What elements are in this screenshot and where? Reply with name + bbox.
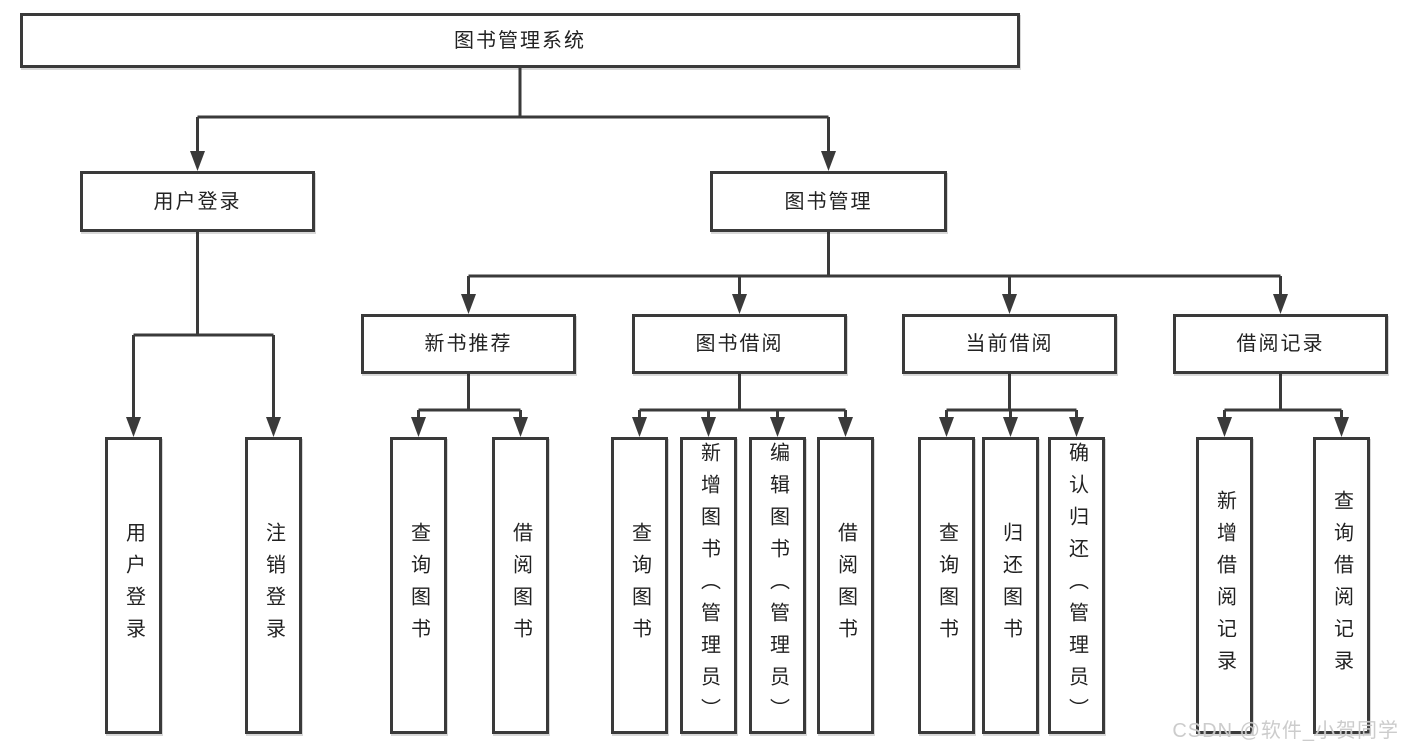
leaf-user-login-label: 用户登录 — [122, 521, 145, 650]
leaf-confirm-return-admin: 确认归还（管理员） — [1048, 437, 1105, 734]
leaf-recommend-borrow-books-label: 借阅图书 — [509, 521, 532, 650]
arrowhead-icons — [126, 151, 1349, 437]
node-root: 图书管理系统 — [20, 13, 1020, 68]
leaf-logout-label: 注销登录 — [262, 521, 285, 650]
node-book-borrow: 图书借阅 — [632, 314, 847, 374]
leaf-borrow-books: 借阅图书 — [817, 437, 874, 734]
leaf-edit-books-admin: 编辑图书（管理员） — [749, 437, 806, 734]
leaf-confirm-return-admin-label: 确认归还（管理员） — [1065, 441, 1088, 730]
node-book-management-label: 图书管理 — [784, 190, 873, 213]
node-root-label: 图书管理系统 — [454, 29, 586, 52]
node-user-login-label: 用户登录 — [153, 190, 242, 213]
leaf-user-login: 用户登录 — [105, 437, 162, 734]
node-current-borrow: 当前借阅 — [902, 314, 1117, 374]
leaf-query-borrow-record-label: 查询借阅记录 — [1330, 489, 1353, 682]
node-book-borrow-label: 图书借阅 — [695, 333, 784, 355]
leaf-edit-books-admin-label: 编辑图书（管理员） — [766, 441, 789, 730]
leaf-borrow-books-label: 借阅图书 — [834, 521, 857, 650]
node-new-book-recommend-label: 新书推荐 — [424, 333, 513, 355]
leaf-borrow-query-books: 查询图书 — [611, 437, 668, 734]
leaf-return-books: 归还图书 — [982, 437, 1039, 734]
leaf-add-books-admin-label: 新增图书（管理员） — [697, 441, 720, 730]
node-book-management: 图书管理 — [710, 171, 947, 232]
leaf-recommend-query-books: 查询图书 — [390, 437, 447, 734]
node-borrow-records: 借阅记录 — [1173, 314, 1388, 374]
tree-edges — [132, 68, 1343, 421]
leaf-query-borrow-record: 查询借阅记录 — [1313, 437, 1370, 734]
leaf-recommend-borrow-books: 借阅图书 — [492, 437, 549, 734]
leaf-recommend-query-books-label: 查询图书 — [407, 521, 430, 650]
leaf-add-borrow-record: 新增借阅记录 — [1196, 437, 1253, 734]
node-current-borrow-label: 当前借阅 — [965, 333, 1054, 355]
leaf-return-books-label: 归还图书 — [999, 521, 1022, 650]
node-new-book-recommend: 新书推荐 — [361, 314, 576, 374]
node-user-login: 用户登录 — [80, 171, 315, 232]
node-borrow-records-label: 借阅记录 — [1236, 333, 1325, 355]
leaf-current-query-books: 查询图书 — [918, 437, 975, 734]
leaf-current-query-books-label: 查询图书 — [935, 521, 958, 650]
leaf-add-borrow-record-label: 新增借阅记录 — [1213, 489, 1236, 682]
leaf-logout: 注销登录 — [245, 437, 302, 734]
leaf-borrow-query-books-label: 查询图书 — [628, 521, 651, 650]
leaf-add-books-admin: 新增图书（管理员） — [680, 437, 737, 734]
